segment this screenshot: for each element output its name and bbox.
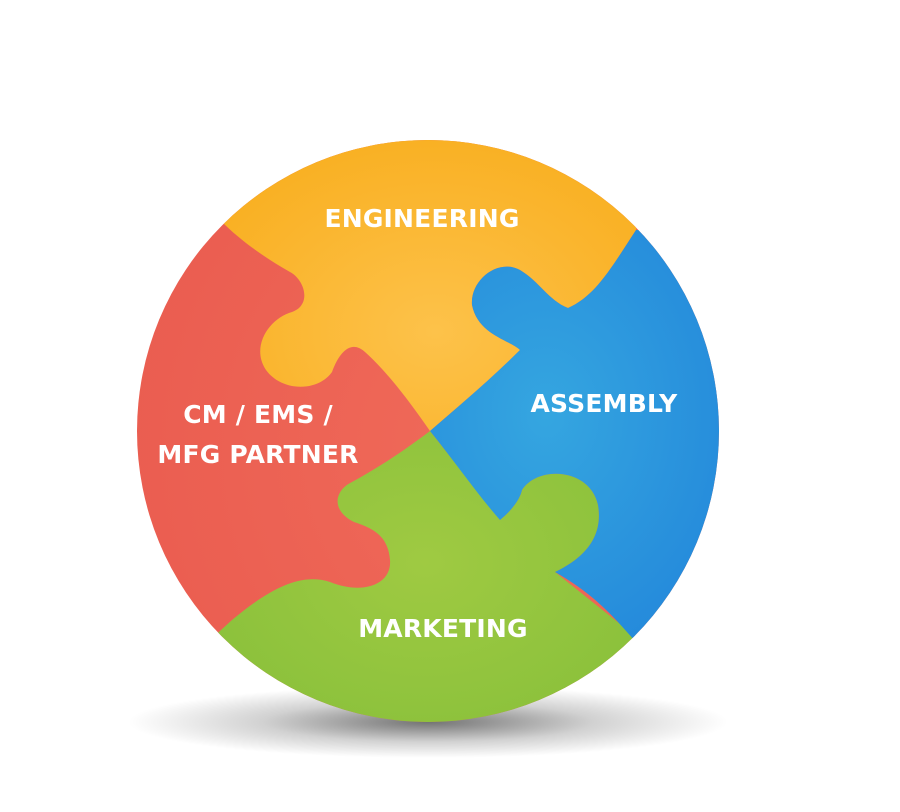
marketing-label: MARKETING	[358, 614, 528, 643]
engineering-label: ENGINEERING	[324, 204, 519, 233]
partner-label-line2: MFG PARTNER	[157, 440, 358, 469]
engineering-piece	[220, 140, 650, 431]
assembly-piece	[430, 230, 719, 640]
assembly-label: ASSEMBLY	[531, 389, 679, 418]
marketing-piece	[210, 431, 640, 722]
partner-label-line1: CM / EMS /	[183, 400, 333, 429]
